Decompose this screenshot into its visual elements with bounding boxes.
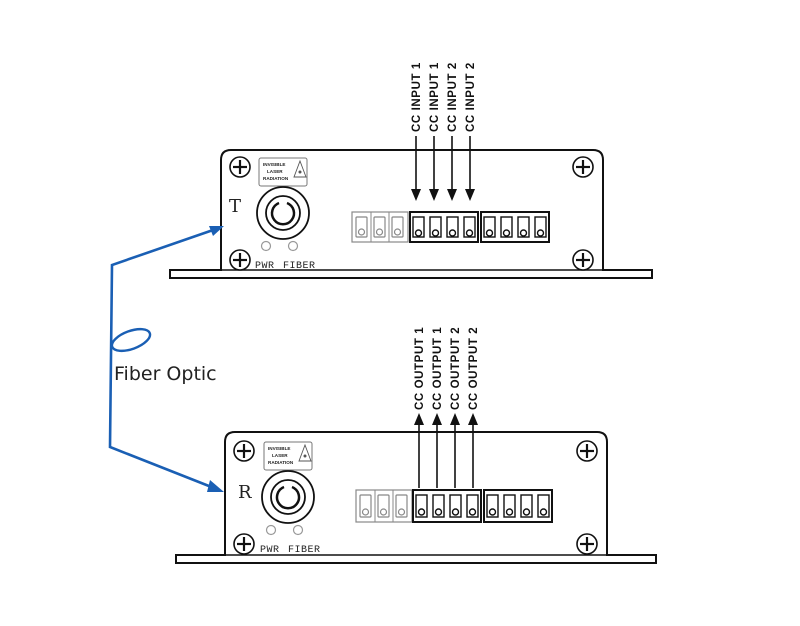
terminal-block-gray[interactable]	[351, 211, 409, 243]
terminal-block-extra[interactable]	[483, 489, 553, 523]
terminal-block-input[interactable]	[409, 211, 479, 243]
warning-line: INVISIBLE	[263, 162, 285, 167]
fiber-optic-link: Fiber Optic	[108, 226, 224, 492]
signal-label: CC OUTPUT 2	[450, 327, 462, 410]
output-arrow	[414, 413, 424, 488]
transmitter-unit: T INVISIBLE LASER RADIATION PWR FIBER	[169, 62, 653, 279]
pwr-label: PWR	[255, 261, 275, 272]
fiber-label: FIBER	[288, 545, 321, 556]
pwr-led-icon	[260, 240, 272, 252]
pwr-label: PWR	[260, 545, 280, 556]
laser-warning-label: INVISIBLE LASER RADIATION	[258, 157, 308, 187]
warning-line: RADIATION	[268, 460, 294, 465]
signal-label: CC INPUT 1	[411, 62, 423, 132]
fiber-arrowhead	[209, 226, 224, 236]
input-arrow	[465, 136, 475, 201]
fiber-caption: Fiber Optic	[114, 363, 217, 385]
output-arrow	[432, 413, 442, 488]
warning-line: LASER	[267, 169, 283, 174]
fiber-coil-icon	[110, 327, 152, 353]
laser-warning-icon	[298, 443, 312, 462]
warning-line: INVISIBLE	[268, 446, 290, 451]
input-arrow	[447, 136, 457, 201]
fiber-led-icon	[292, 524, 304, 536]
signal-label: CC INPUT 1	[429, 62, 441, 132]
signal-label: CC OUTPUT 1	[432, 327, 444, 410]
screw-icon	[229, 156, 251, 178]
input-arrow	[411, 136, 421, 201]
fiber-label: FIBER	[283, 261, 316, 272]
signal-label: CC OUTPUT 1	[414, 327, 426, 410]
fiber-connector[interactable]	[261, 470, 315, 524]
unit-letter: R	[238, 482, 252, 503]
fiber-cable	[108, 227, 217, 490]
screw-icon	[572, 249, 594, 271]
screw-icon	[576, 533, 598, 555]
screw-icon	[233, 440, 255, 462]
output-arrow	[450, 413, 460, 488]
laser-warning-label: INVISIBLE LASER RADIATION	[263, 441, 313, 471]
signal-label: CC INPUT 2	[447, 62, 459, 132]
laser-warning-icon	[293, 159, 307, 178]
fiber-connector[interactable]	[256, 186, 310, 240]
screw-icon	[229, 249, 251, 271]
receiver-unit: R INVISIBLE LASER RADIATION PWR FIBER	[175, 327, 657, 564]
signal-label: CC INPUT 2	[465, 62, 477, 132]
screw-icon	[576, 440, 598, 462]
unit-letter: T	[229, 196, 241, 217]
terminal-block-gray[interactable]	[355, 489, 413, 523]
fiber-led-icon	[287, 240, 299, 252]
warning-line: LASER	[272, 453, 288, 458]
fiber-arrowhead	[207, 480, 224, 492]
signal-label: CC OUTPUT 2	[468, 327, 480, 410]
terminal-block-output[interactable]	[412, 489, 482, 523]
warning-line: RADIATION	[263, 176, 289, 181]
pwr-led-icon	[265, 524, 277, 536]
screw-icon	[233, 533, 255, 555]
input-arrow	[429, 136, 439, 201]
terminal-block-extra[interactable]	[480, 211, 550, 243]
output-arrow	[468, 413, 478, 488]
screw-icon	[572, 156, 594, 178]
